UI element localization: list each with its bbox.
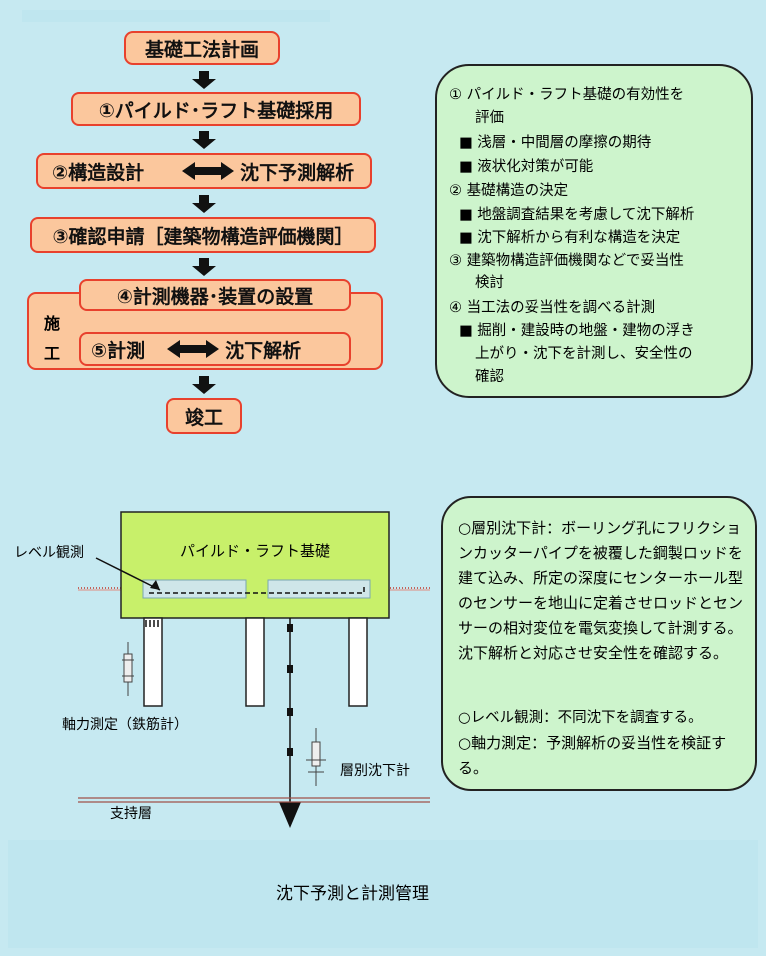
foundation-diagram	[78, 511, 430, 828]
step1-label: ①パイルド･ラフト基礎採用	[98, 99, 334, 122]
note-3-cont: 検討	[475, 275, 504, 291]
note-1-cont: 評価	[475, 110, 504, 126]
note-bullet-2: ■ 液状化対策が可能	[459, 159, 594, 175]
pile-1	[143, 617, 163, 707]
step2-right-label: 沈下予測解析	[240, 161, 355, 184]
double-arrow-icon	[167, 340, 220, 358]
arrow-down-icon	[192, 195, 216, 213]
axial-label: 軸力測定（鉄筋計）	[62, 717, 188, 733]
note-bullet-1: ■ 浅層・中間層の摩擦の期待	[459, 135, 652, 151]
rod-tip-icon	[279, 802, 301, 828]
pile-2	[245, 617, 265, 707]
note-layer-settlement: ○層別沈下計：ボーリング孔にフリクションカッターパイプを被覆した鋼製ロッドを建て…	[458, 519, 744, 662]
note-bullet-5: ■ 掘削・建設時の地盤・建物の浮き	[459, 323, 695, 339]
double-arrow-icon	[182, 162, 235, 180]
note-bullet-4: ■ 沈下解析から有利な構造を決定	[459, 230, 681, 246]
step4-label: ④計測機器･装置の設置	[116, 285, 314, 308]
settlement-gauge-icon	[306, 728, 326, 786]
step1-box: ①パイルド･ラフト基礎採用	[71, 92, 361, 126]
step5-box: ⑤計測 沈下解析	[79, 332, 351, 366]
rebar-gauge-marks	[145, 620, 159, 627]
note-bullet-3: ■ 地盤調査結果を考慮して沈下解析	[459, 207, 695, 223]
level-dashed-line	[149, 584, 365, 594]
support-layer-label: 支持層	[110, 806, 152, 822]
arrow-down-icon	[192, 71, 216, 89]
arrow-down-icon	[192, 258, 216, 276]
flow-title-box: 基礎工法計画	[124, 31, 280, 65]
axial-gauge-icon	[122, 642, 134, 696]
pile-3	[348, 617, 368, 707]
final-label: 竣工	[184, 406, 223, 429]
note-level: ○レベル観測：不同沈下を調査する。	[458, 710, 703, 726]
bg-band-top	[22, 10, 330, 22]
note-1: ① パイルド・ラフト基礎の有効性を	[449, 87, 685, 103]
flow-title: 基礎工法計画	[144, 38, 259, 61]
step3-label: ③確認申請［建築物構造評価機関］	[52, 225, 354, 248]
step4-box: ④計測機器･装置の設置	[79, 279, 351, 311]
note-2: ② 基礎構造の決定	[449, 183, 569, 199]
raft-block	[120, 511, 390, 619]
level-label: レベル観測	[14, 545, 84, 561]
final-box: 竣工	[166, 398, 242, 434]
bg-band-bottom	[8, 840, 758, 948]
figure-caption: 沈下予測と計測管理	[276, 884, 429, 904]
step5-left-label: ⑤計測	[91, 339, 146, 362]
layer-settlement-label: 層別沈下計	[340, 763, 410, 779]
arrow-down-icon	[192, 131, 216, 149]
note-bullet-5-cont2: 確認	[475, 369, 504, 385]
step5-right-label: 沈下解析	[225, 339, 302, 362]
raft-label: パイルド・ラフト基礎	[180, 542, 331, 560]
note-3: ③ 建築物構造評価機関などで妥当性	[449, 253, 684, 269]
notes-bottom-box	[441, 496, 757, 791]
note-axial: ○軸力測定：予測解析の妥当性を検証する。	[458, 734, 727, 777]
construction-label-2: 工	[44, 344, 61, 363]
note-bullet-5-cont: 上がり・沈下を計測し、安全性の	[475, 346, 693, 362]
step2-box: ②構造設計 沈下予測解析	[36, 153, 372, 189]
arrow-down-icon	[192, 376, 216, 394]
rod-markers	[287, 624, 293, 756]
notes-top-box	[435, 64, 753, 398]
step2-left-label: ②構造設計	[52, 161, 145, 184]
level-pointer	[95, 557, 161, 591]
note-4: ④ 当工法の妥当性を調べる計測	[449, 300, 656, 316]
construction-label-1: 施	[44, 314, 61, 333]
step3-box: ③確認申請［建築物構造評価機関］	[30, 217, 376, 253]
level-bar-right	[267, 579, 371, 599]
